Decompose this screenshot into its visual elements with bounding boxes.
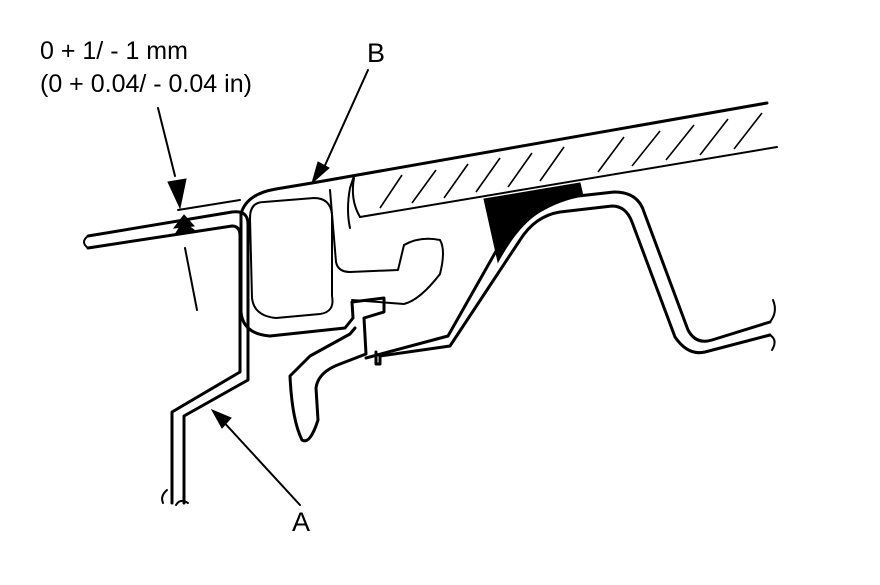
glass-panel-b	[310, 101, 778, 218]
leader-a	[210, 408, 301, 506]
leader-b	[311, 69, 369, 185]
body-panel-a	[83, 210, 250, 506]
dimension-text-imperial: (0 + 0.04/ - 0.04 in)	[40, 70, 252, 98]
dimension-marker	[157, 107, 241, 311]
dimension-text-metric: 0 + 1/ - 1 mm	[40, 37, 188, 65]
label-a: A	[292, 507, 311, 537]
label-b: B	[367, 38, 386, 68]
molding-trim	[239, 175, 444, 443]
glass-hatching	[379, 112, 763, 209]
retainer-clip	[364, 190, 776, 366]
